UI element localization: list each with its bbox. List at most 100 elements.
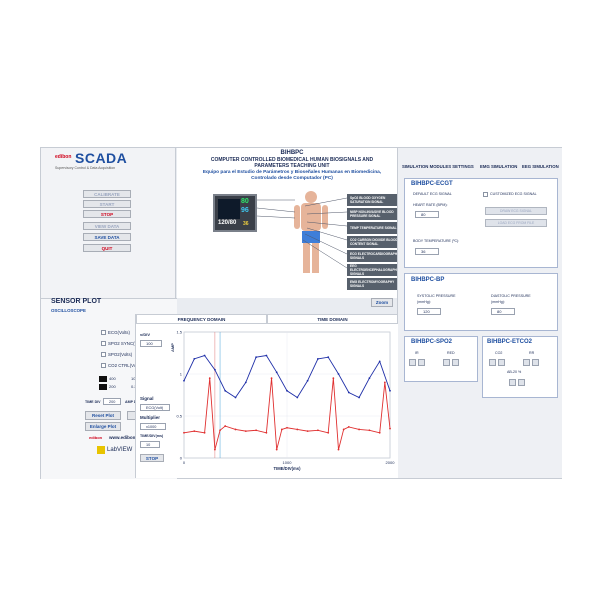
tab-eeg-simulation[interactable]: EEG SIMULATION	[522, 164, 559, 169]
tab-simulation-settings[interactable]: SIMULATION MODULES SETTINGS	[402, 164, 474, 169]
spo2-title: BIHBPC-SPO2	[411, 339, 453, 345]
legend-co2-checkbox[interactable]	[101, 363, 106, 368]
data-point-1	[244, 430, 247, 433]
data-point-1	[203, 431, 206, 434]
spo2-red-up-button[interactable]	[452, 359, 459, 366]
data-point-1	[347, 426, 350, 428]
heart-rate-input[interactable]: 80	[415, 211, 439, 218]
reset-plot-button[interactable]: Reset Plot	[85, 411, 121, 420]
time-ms-input[interactable]: 10	[140, 441, 160, 448]
tab-emg-simulation[interactable]: EMG SIMULATION	[480, 164, 518, 169]
x-tick-label: 0	[183, 460, 186, 465]
device-code: BIHBPC	[280, 150, 304, 156]
data-point-0	[358, 396, 360, 399]
data-point-0	[327, 356, 330, 359]
ecgt-title: BIHBPC-ECGT	[411, 181, 453, 187]
data-point-0	[224, 389, 227, 392]
human-body-icon	[294, 191, 328, 273]
time-div-input[interactable]: 200	[103, 398, 121, 405]
x-axis-label: TIME/DIV(ms)	[274, 466, 302, 471]
multiplier-select[interactable]: x1000	[140, 423, 166, 430]
v-div-input[interactable]: 100	[140, 340, 162, 347]
header-line3: Equipo para el Estudio de Parámetros y B…	[202, 170, 382, 175]
diastolic-input[interactable]: 80	[491, 308, 515, 315]
bp-title: BIHBPC-BP	[411, 277, 445, 283]
legend-co2: CO2 CTRL(Volts)	[108, 363, 143, 368]
cursor-y1: 100	[131, 376, 138, 381]
spo2-ir-down-button[interactable]	[409, 359, 416, 366]
multiplier-label: Multiplier	[140, 415, 160, 420]
oscilloscope-tab[interactable]: OSCILLOSCOPE	[51, 308, 86, 313]
etco2-co2-up-button[interactable]	[498, 359, 505, 366]
draw-ecg-button[interactable]: DRAW ECG SIGNAL	[485, 207, 547, 215]
customized-ecg-checkbox[interactable]	[483, 192, 488, 197]
data-point-0	[286, 389, 288, 392]
data-point-0	[214, 368, 216, 371]
data-point-1	[383, 381, 386, 384]
spo2-red-down-button[interactable]	[443, 359, 450, 366]
etco2-abs-down-button[interactable]	[509, 379, 516, 386]
scada-window: edibon SCADA Supervisory Control & Data …	[40, 147, 562, 479]
systolic-label: SYSTOLIC PRESSURE	[417, 294, 456, 298]
save-data-button[interactable]: SAVE DATA	[83, 233, 131, 241]
data-point-1	[183, 431, 185, 434]
zoom-button[interactable]: Zoom	[371, 298, 393, 307]
etco2-rr-down-button[interactable]	[523, 359, 530, 366]
sensor-plot-title: SENSOR PLOT	[51, 298, 102, 305]
etco2-abs-up-button[interactable]	[518, 379, 525, 386]
simulation-panel: SIMULATION MODULES SETTINGS EMG SIMULATI…	[397, 148, 562, 478]
tab-frequency-domain[interactable]: FREQUENCY DOMAIN	[136, 314, 267, 324]
data-point-1	[378, 431, 381, 434]
etco2-box: BIHBPC-ETCO2 CO2 RR AB-20 %	[482, 336, 558, 398]
signal-label-emg: EMG ELECTROMYOGRAPHY SIGNALS	[347, 278, 405, 290]
quit-button[interactable]: QUIT	[83, 244, 131, 252]
data-point-1	[275, 448, 278, 451]
etco2-rr-up-button[interactable]	[532, 359, 539, 366]
etco2-co2-down-button[interactable]	[489, 359, 496, 366]
stop-button[interactable]: STOP	[83, 210, 131, 218]
cursor-swatch-1	[99, 376, 107, 382]
spo2-ir-up-button[interactable]	[418, 359, 425, 366]
monitor-spo2: 96	[241, 207, 249, 214]
edibon-website-link[interactable]: www.edibon.com	[109, 435, 146, 440]
v-div-label: v/DIV	[140, 332, 151, 337]
start-button[interactable]: START	[83, 200, 131, 208]
y-tick-label: 0	[180, 456, 183, 461]
plot-stop-button[interactable]: STOP	[140, 454, 164, 462]
data-point-1	[286, 426, 288, 429]
calibrate-button[interactable]: CALIBRATE	[83, 190, 131, 198]
legend-ecg-checkbox[interactable]	[101, 330, 106, 335]
labview-label: LabVIEW	[107, 447, 133, 453]
data-point-1	[219, 429, 221, 432]
time-div-label: TIME DIV	[85, 400, 101, 404]
y-tick-label: 1	[180, 372, 183, 377]
legend-spo2sync-checkbox[interactable]	[101, 341, 106, 346]
x-tick-label: 1000	[283, 460, 293, 465]
tab-time-domain[interactable]: TIME DOMAIN	[267, 314, 398, 324]
data-point-1	[368, 429, 371, 432]
body-temperature-input[interactable]: 36	[415, 248, 439, 255]
data-point-1	[208, 377, 211, 380]
legend-ecg: ECG(Volts)	[108, 330, 130, 335]
view-data-button[interactable]: VIEW DATA	[83, 222, 131, 230]
data-point-1	[358, 428, 360, 431]
spo2-red-label: RED	[447, 351, 455, 355]
x-tick-label: 2000	[386, 460, 396, 465]
systolic-input[interactable]: 120	[417, 308, 441, 315]
signal-label-temp: TEMP TEMPERATURE SIGNAL	[347, 222, 405, 234]
data-point-1	[342, 428, 345, 431]
legend-spo2-checkbox[interactable]	[101, 352, 106, 357]
cursor-x2: 200	[109, 384, 116, 389]
data-point-0	[317, 357, 319, 360]
enlarge-plot-button[interactable]: Enlarge Plot	[85, 422, 121, 431]
y-tick-label: 1.5	[176, 330, 182, 335]
signal-select[interactable]: ECG(Volt)	[140, 404, 170, 411]
labview-icon	[97, 446, 105, 454]
cursor-swatch-2	[99, 384, 107, 390]
load-ecg-button[interactable]: LOAD ECG FROM FILE	[485, 219, 547, 227]
data-point-1	[224, 425, 227, 427]
header-line4: Controlado desde Computador (PC)	[251, 176, 333, 181]
amp-div-label: AMP DIV	[125, 400, 140, 404]
data-point-0	[244, 381, 247, 384]
legend-spo2: SPO2(Volts)	[108, 352, 133, 357]
